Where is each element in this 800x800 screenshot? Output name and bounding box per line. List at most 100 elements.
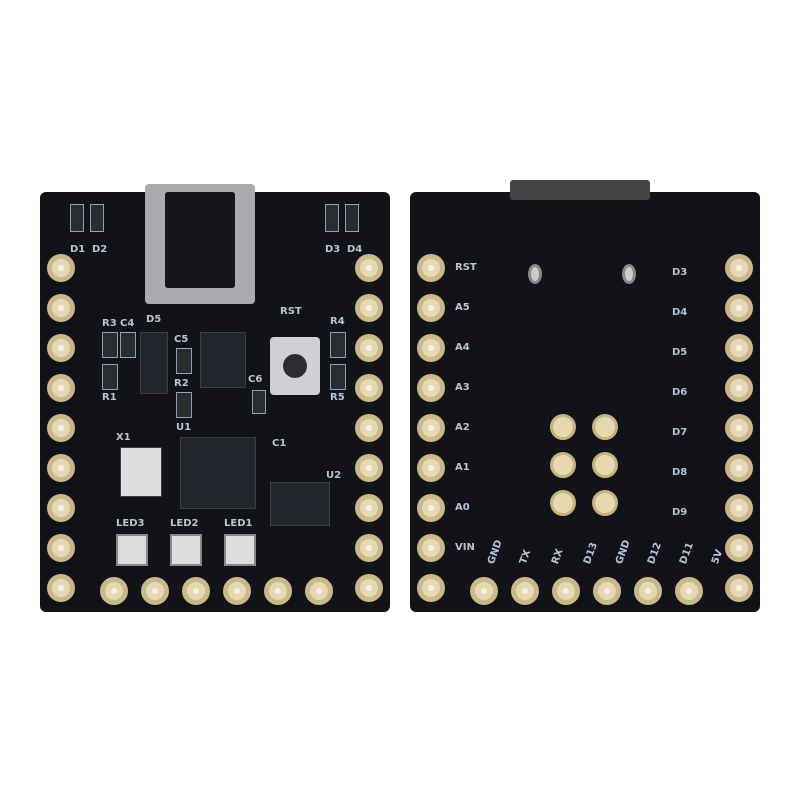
castellated-pad-left: [47, 454, 75, 482]
castellated-pad-right: [725, 334, 753, 362]
rgb-led2: [170, 534, 202, 566]
led-d4: [345, 204, 359, 232]
pin-label-right: D5: [672, 347, 688, 358]
rgb-led3: [116, 534, 148, 566]
pin-label-bottom: D11: [678, 541, 696, 566]
castellated-pad-bottom: [182, 577, 210, 605]
label-led1: LED1: [224, 518, 253, 529]
usb-chip: [200, 332, 246, 388]
label-d1: D1: [70, 244, 86, 255]
pin-label-right: D7: [672, 427, 688, 438]
label-r3: R3: [102, 318, 117, 329]
led-d3: [325, 204, 339, 232]
icsp-gold-pad: [592, 490, 618, 516]
castellated-pad-left: [417, 534, 445, 562]
icsp-gold-pad: [550, 414, 576, 440]
label-rst: RST: [280, 306, 302, 317]
castellated-pad-right: [355, 574, 383, 602]
castellated-pad-right: [355, 454, 383, 482]
castellated-pad-bottom: [141, 577, 169, 605]
label-x1: X1: [116, 432, 131, 443]
castellated-pad-left: [417, 574, 445, 602]
castellated-pad-bottom: [264, 577, 292, 605]
castellated-pad-right: [355, 294, 383, 322]
resistor-r1: [102, 364, 118, 390]
regulator-u2: [270, 482, 330, 526]
pin-label-bottom: RX: [550, 547, 566, 566]
castellated-pad-bottom: [593, 577, 621, 605]
castellated-pad-right: [355, 534, 383, 562]
icsp-gold-pad: [592, 452, 618, 478]
castellated-pad-left: [47, 254, 75, 282]
castellated-pad-left: [417, 374, 445, 402]
label-d2: D2: [92, 244, 108, 255]
label-c4: C4: [120, 318, 135, 329]
label-u2: U2: [326, 470, 342, 481]
pin-label-right: D4: [672, 307, 688, 318]
icsp-gold-pad: [550, 490, 576, 516]
castellated-pad-left: [417, 294, 445, 322]
pin-label-left: A2: [455, 422, 470, 433]
castellated-pad-bottom: [223, 577, 251, 605]
castellated-pad-right: [355, 334, 383, 362]
pin-label-right: D3: [672, 267, 688, 278]
castellated-pad-left: [47, 414, 75, 442]
reset-button[interactable]: [270, 337, 320, 395]
castellated-pad-right: [725, 534, 753, 562]
pin-label-left: A3: [455, 382, 470, 393]
label-d5: D5: [146, 314, 162, 325]
castellated-pad-right: [725, 254, 753, 282]
resistor-r4: [330, 332, 346, 358]
pin-label-right: D8: [672, 467, 688, 478]
pin-label-left: A0: [455, 502, 470, 513]
pin-label-right: D6: [672, 387, 688, 398]
castellated-pad-right: [355, 494, 383, 522]
crystal-x1: [120, 447, 162, 497]
castellated-pad-right: [725, 414, 753, 442]
usb-c-connector-back: [510, 180, 650, 200]
microcontroller-u1: [180, 437, 256, 509]
pin-label-bottom: GND: [614, 538, 633, 566]
pin-label-bottom: GND: [486, 538, 505, 566]
resistor-r3: [102, 332, 118, 358]
label-r4: R4: [330, 316, 345, 327]
castellated-pad-right: [355, 414, 383, 442]
pin-label-left: A5: [455, 302, 470, 313]
pin-label-left: A1: [455, 462, 470, 473]
pin-label-left: A4: [455, 342, 470, 353]
diode-d5: [140, 332, 168, 394]
label-led3: LED3: [116, 518, 145, 529]
icsp-gold-pad: [550, 452, 576, 478]
castellated-pad-right: [355, 374, 383, 402]
pin-label-bottom: TX: [518, 548, 534, 566]
capacitor-c6: [252, 390, 266, 414]
label-d4: D4: [347, 244, 363, 255]
castellated-pad-right: [725, 494, 753, 522]
castellated-pad-left: [417, 454, 445, 482]
label-r5: R5: [330, 392, 345, 403]
via-pad: [528, 264, 542, 284]
castellated-pad-bottom: [552, 577, 580, 605]
label-c1: C1: [272, 438, 287, 449]
castellated-pad-bottom: [675, 577, 703, 605]
front-pcb: D1 D2 D3 D4 R3 C4 D5 C5 R2 R1 RST R4 C6 …: [40, 184, 390, 612]
resistor-r2: [176, 392, 192, 418]
rgb-led1: [224, 534, 256, 566]
label-c5: C5: [174, 334, 189, 345]
label-r1: R1: [102, 392, 117, 403]
capacitor-c4: [120, 332, 136, 358]
led-d1: [70, 204, 84, 232]
castellated-pad-right: [725, 454, 753, 482]
castellated-pad-left: [417, 414, 445, 442]
castellated-pad-bottom: [305, 577, 333, 605]
via-pad: [622, 264, 636, 284]
capacitor-c5: [176, 348, 192, 374]
label-d3: D3: [325, 244, 341, 255]
castellated-pad-bottom: [634, 577, 662, 605]
pin-label-left: VIN: [455, 542, 475, 553]
castellated-pad-right: [355, 254, 383, 282]
label-c6: C6: [248, 374, 263, 385]
castellated-pad-bottom: [100, 577, 128, 605]
castellated-pad-left: [417, 334, 445, 362]
